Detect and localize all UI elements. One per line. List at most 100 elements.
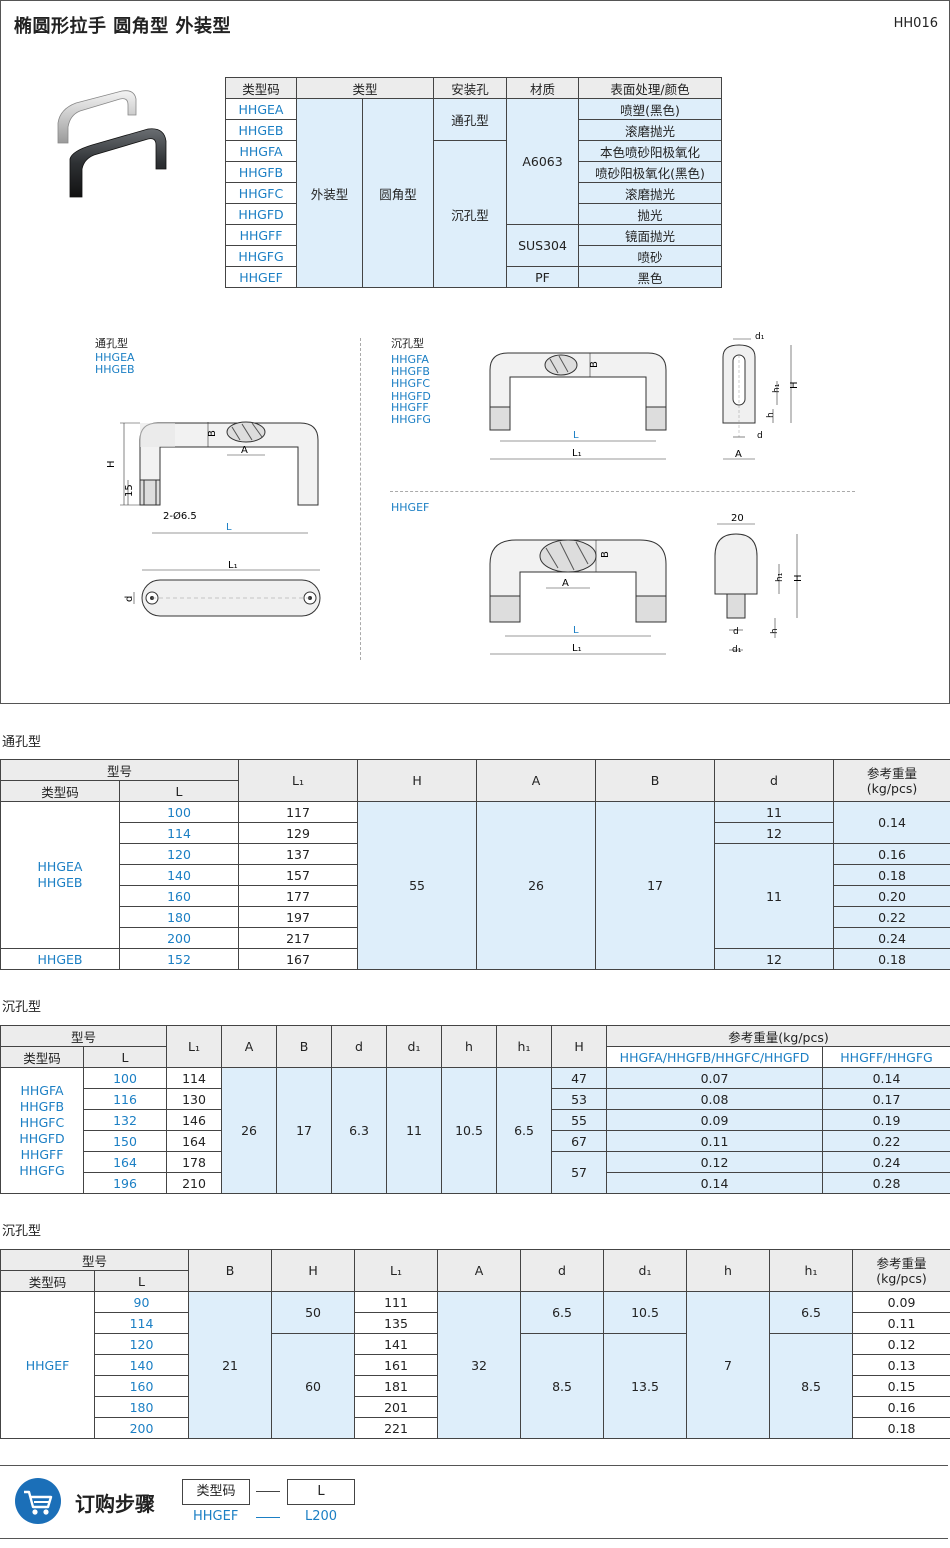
counter-code: HHGFG [391,413,431,426]
dim-d1: d₁ [732,645,742,655]
L1-value: 217 [238,927,359,949]
order-example-code: HHGEF [193,1509,239,1524]
type-code: HHGEA [37,859,83,874]
dim-A: A [241,445,248,456]
col-finish: 表面处理/颜色 [578,77,723,99]
dim-H: H [789,381,800,389]
L1-value: 135 [354,1312,439,1334]
d1-value: 13.5 [603,1333,688,1439]
col-L: L [93,1270,190,1292]
col-model: 型号 [0,1249,190,1271]
type-code: HHGFB [19,1098,65,1114]
dim-H: H [106,460,117,468]
type-code: HHGFB [225,161,297,183]
counter-code: HHGFA [391,353,429,366]
section-title: 通孔型 [2,735,42,750]
dim-d: d [733,627,739,637]
H-value: 55 [357,801,478,970]
counter-code: HHGFF [391,401,429,414]
counter-type-label: 沉孔型 [391,337,424,350]
dim-L1: L₁ [228,560,238,571]
L1-value: 146 [166,1109,223,1131]
L1-value: 178 [166,1151,223,1173]
col-d: d [714,759,835,802]
h-value: 10.5 [441,1067,498,1194]
col-weight: 参考重量(kg/pcs) [606,1025,950,1047]
L-value: 150 [82,1130,168,1152]
weight-value: 0.09 [852,1291,950,1313]
L-value: 180 [93,1396,190,1418]
dim-L: L [226,522,232,533]
dim-d1: d₁ [755,332,765,342]
col-B: B [276,1025,333,1068]
col-weight: 参考重量 (kg/pcs) [833,759,950,802]
material-a6063: A6063 [506,98,580,225]
col-H: H [271,1249,356,1292]
dim-B: B [589,361,600,368]
col-type-code: 类型码 [0,1046,84,1068]
col-L1: L₁ [354,1249,439,1292]
selection-table: 类型码 类型 安装孔 材质 表面处理/颜色 HHGEA 外装型 圆角型 通孔型 … [225,77,723,288]
col-mount: 安装孔 [433,77,508,99]
dim-B: B [207,430,218,437]
weight2-value: 0.24 [822,1151,950,1173]
weight-value: 0.22 [833,906,950,928]
material-sus304: SUS304 [506,224,580,267]
dim-B: B [600,551,611,558]
d-value: 6.5 [520,1291,605,1334]
order-separator [256,1491,280,1492]
mount-counter: 沉孔型 [433,140,508,288]
d1-value: 11 [386,1067,443,1194]
type-code: HHGEF [225,266,297,288]
col-weight-group2: HHGFF/HHGFG [822,1046,950,1068]
h1-value: 6.5 [496,1067,553,1194]
A-value: 32 [437,1291,522,1439]
L-value: 100 [118,801,240,823]
d-value: 6.3 [331,1067,388,1194]
weight-value: 0.11 [852,1312,950,1334]
H-value: 60 [271,1333,356,1439]
col-material: 材质 [506,77,580,99]
dim-H: H [793,574,804,582]
ef-code-label: HHGEF [391,501,430,514]
col-B: B [595,759,716,802]
col-type-code: 类型码 [225,77,297,99]
col-H: H [551,1025,608,1068]
dim-A: A [735,449,742,460]
weight2-value: 0.19 [822,1109,950,1131]
section-title: 沉孔型 [2,1000,42,1015]
finish: 喷砂 [578,245,723,267]
through-front-drawing: H 15 B A 2-Ø6.5 L [106,421,319,534]
weight1-value: 0.11 [606,1130,824,1152]
col-L: L [118,780,240,802]
order-box-type-code: 类型码 [182,1479,250,1505]
L-value: 90 [93,1291,190,1313]
weight-value: 0.16 [833,843,950,865]
L-value: 114 [118,822,240,844]
col-B: B [188,1249,273,1292]
d1-value: 10.5 [603,1291,688,1334]
dim-h: h [770,628,780,634]
type-code: HHGEB [225,119,297,141]
B-value: 17 [276,1067,333,1194]
col-d1: d₁ [603,1249,688,1292]
H-value: 67 [551,1130,608,1152]
finish: 镜面抛光 [578,224,723,246]
L-value: 152 [118,948,240,970]
L-value: 132 [82,1109,168,1131]
weight-value: 0.18 [833,864,950,886]
col-d1: d₁ [386,1025,443,1068]
weight1-value: 0.14 [606,1172,824,1194]
L1-value: 157 [238,864,359,886]
h1-value: 6.5 [769,1291,854,1334]
type-code: HHGFA [20,1082,64,1098]
through-code: HHGEA [95,351,135,364]
type-code: HHGEB [0,948,120,970]
counter-front-drawing: B L L₁ [489,352,667,460]
L1-value: 210 [166,1172,223,1194]
dim-L1: L₁ [572,643,582,654]
type-code: HHGFF [20,1146,64,1162]
L1-value: 114 [166,1067,223,1089]
weight1-value: 0.07 [606,1067,824,1089]
L1-value: 164 [166,1130,223,1152]
